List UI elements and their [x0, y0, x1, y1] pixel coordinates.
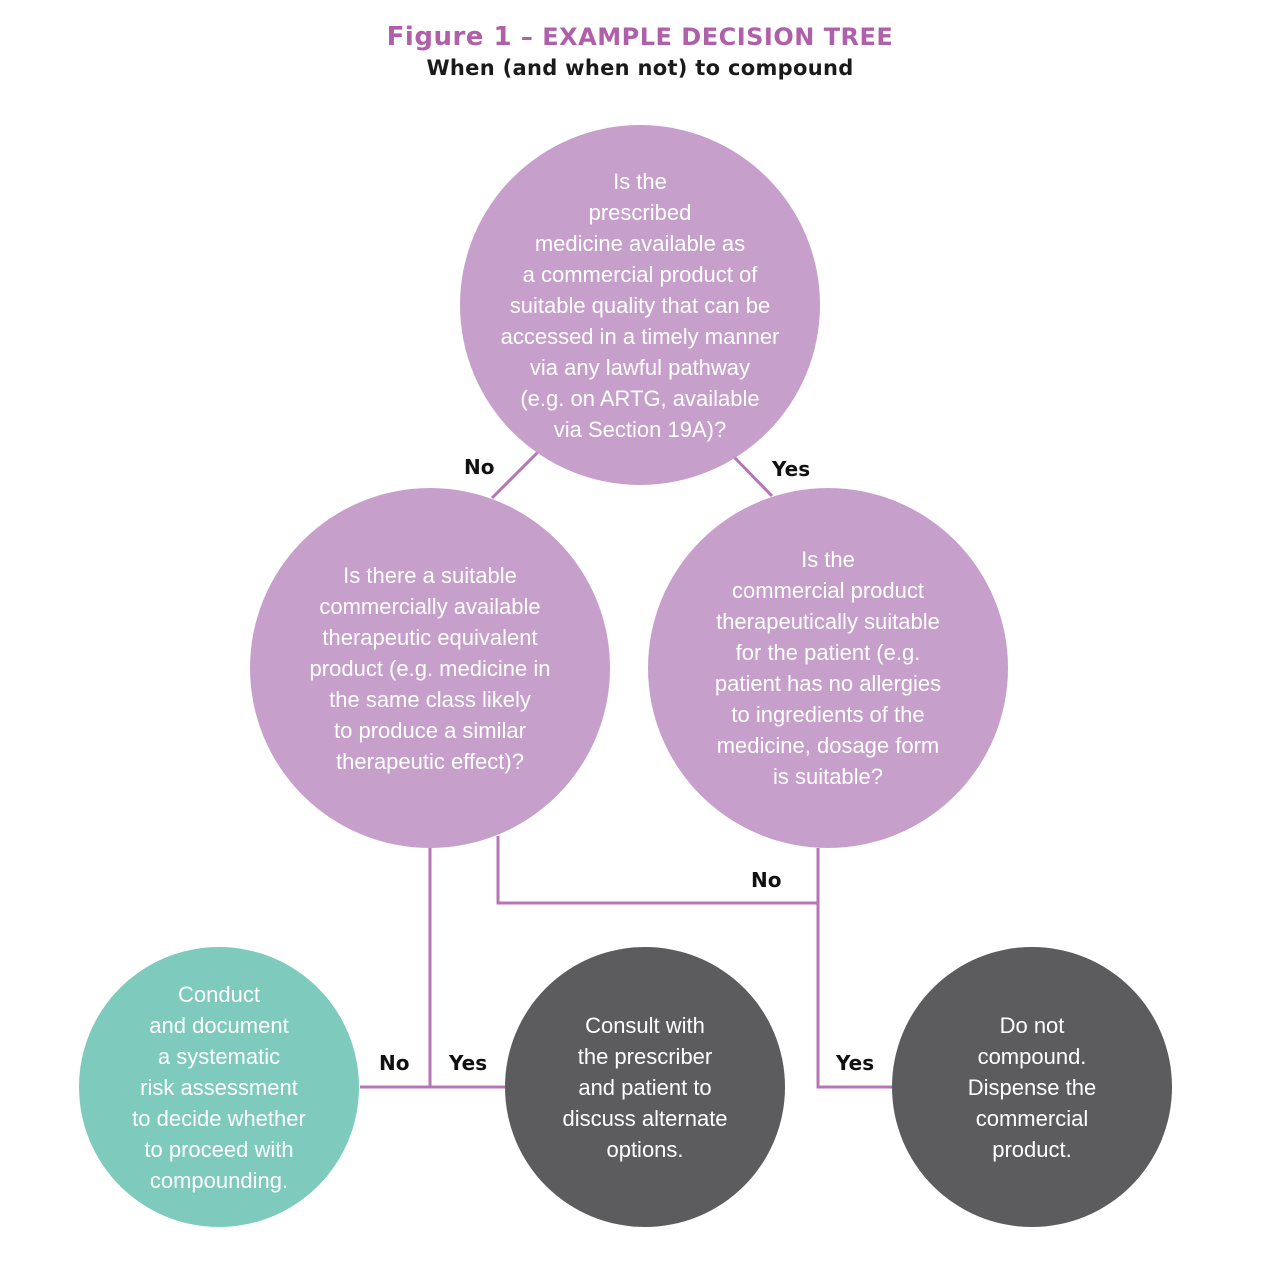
edge-label-equivalent-no: No — [379, 1051, 410, 1075]
edge-suitable-yes — [816, 903, 893, 1089]
edge-available-to-suitable — [732, 455, 774, 498]
edge-suitable-no — [496, 836, 820, 905]
edge-label-available-yes: Yes — [772, 457, 811, 481]
edge-label-suitable-yes: Yes — [836, 1051, 875, 1075]
question-suitable-text: Is the commercial product therapeuticall… — [714, 547, 942, 789]
question-available-text: Is the prescribed medicine available as … — [500, 168, 780, 442]
figure-dash: – — [520, 23, 534, 51]
question-suitable-node: Is the commercial product therapeuticall… — [648, 488, 1008, 848]
question-available-node: Is the prescribed medicine available as … — [460, 125, 820, 485]
figure-title-text: EXAMPLE DECISION TREE — [542, 23, 894, 51]
outcome-dispense-node: Do not compound. Dispense the commercial… — [892, 947, 1172, 1227]
question-equivalent-node: Is there a suitable commercially availab… — [250, 488, 610, 848]
edge-label-equivalent-yes: Yes — [449, 1051, 488, 1075]
edge-available-to-equivalent — [490, 450, 540, 500]
figure-label: Figure 1 — [386, 22, 513, 52]
figure-subtitle: When (and when not) to compound — [426, 56, 854, 80]
outcome-dispense-text: Do not compound. Dispense the commercial… — [967, 1012, 1097, 1162]
outcome-risk-assessment-text: Conduct and document a systematic risk a… — [132, 981, 306, 1193]
edge-label-suitable-no: No — [751, 868, 782, 892]
figure-title: Figure 1 – EXAMPLE DECISION TREE — [0, 22, 1280, 52]
question-equivalent-text: Is there a suitable commercially availab… — [309, 562, 551, 774]
outcome-risk-assessment-node: Conduct and document a systematic risk a… — [79, 947, 359, 1227]
edge-label-available-no: No — [464, 455, 495, 479]
outcome-consult-node: Consult with the prescriber and patient … — [505, 947, 785, 1227]
outcome-consult-text: Consult with the prescriber and patient … — [562, 1012, 728, 1162]
